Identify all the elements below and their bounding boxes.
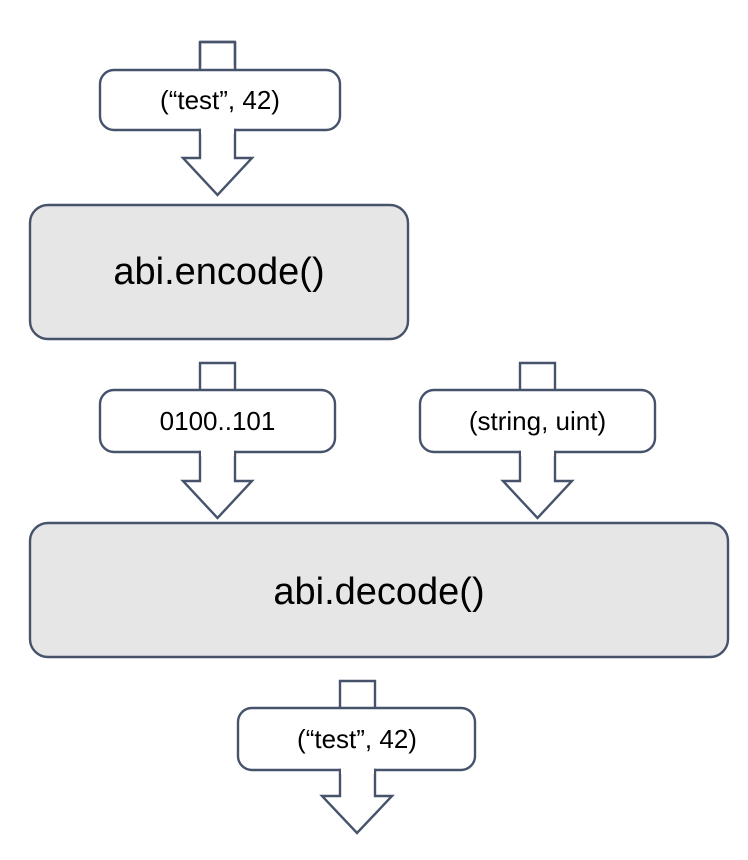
decode-label: abi.decode() [273, 571, 484, 613]
arrow-input-to-encode [180, 128, 255, 197]
types-stub [518, 361, 557, 392]
node-output-tuple[interactable]: (“test”, 42) [236, 706, 477, 772]
types-tuple-label: (string, uint) [469, 406, 606, 436]
node-encode[interactable]: abi.encode() [28, 203, 410, 341]
decode-shape[interactable] [28, 521, 730, 659]
input-tuple-label: (“test”, 42) [160, 85, 280, 115]
node-encoded-bytes[interactable]: 0100..101 [98, 388, 337, 454]
output-tuple-label: (“test”, 42) [297, 724, 417, 754]
arrow-output-out [319, 768, 395, 835]
arrow-bytes-to-decode [180, 450, 255, 520]
arrow-types-to-decode [500, 450, 575, 520]
node-decode[interactable]: abi.decode() [28, 521, 730, 659]
encoded-stub [198, 361, 237, 392]
encode-label: abi.encode() [113, 251, 324, 293]
node-input-tuple[interactable]: (“test”, 42) [98, 68, 342, 132]
output-stub [338, 679, 377, 710]
encode-shape[interactable] [28, 203, 410, 341]
encoded-bytes-label: 0100..101 [160, 406, 276, 436]
node-types-tuple[interactable]: (string, uint) [418, 388, 657, 454]
